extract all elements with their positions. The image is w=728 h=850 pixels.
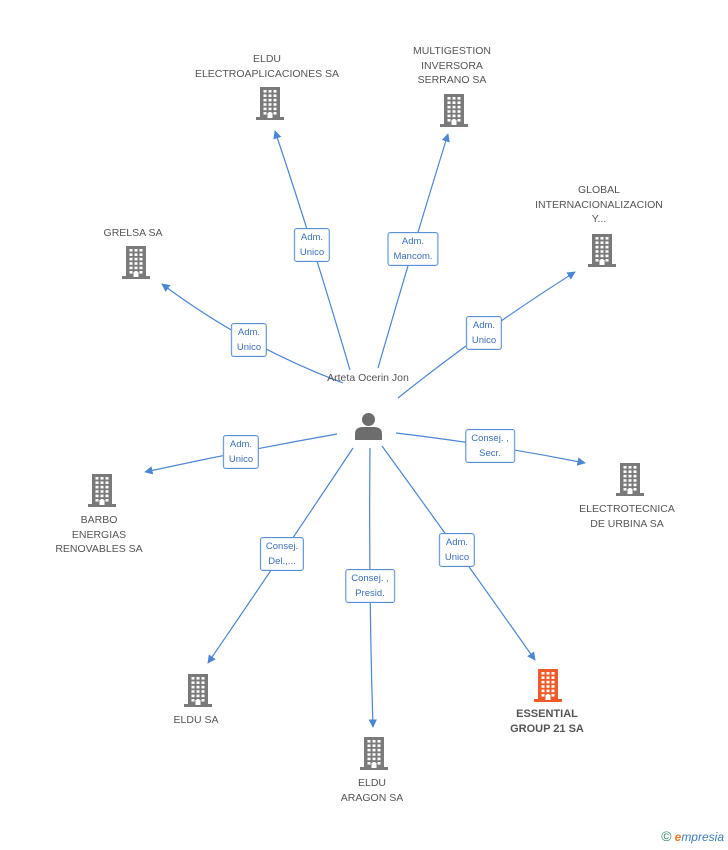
company-label-line: GLOBAL: [577, 184, 621, 196]
edge-label-line: Adm.: [229, 439, 253, 450]
copyright-icon: ©: [661, 828, 672, 844]
edge-label-line: Adm.: [445, 537, 469, 548]
building-icon[interactable]: [87, 473, 117, 507]
edge-label-grelsa[interactable]: Adm. Unico: [230, 323, 268, 357]
edge-label-line: Adm.: [401, 236, 425, 247]
company-label-line: Y...: [591, 213, 607, 225]
edge-label-line: Unico: [299, 247, 325, 258]
edge-label-eldu-aragon[interactable]: Consej. , Presid.: [345, 569, 395, 603]
company-label-line: ESSENTIAL: [516, 708, 578, 720]
company-label-line: ENERGIAS: [71, 528, 127, 541]
person-icon[interactable]: [354, 412, 383, 440]
company-label-line: RENOVABLES SA: [55, 543, 143, 555]
edge-label-line: Presid.: [355, 588, 385, 599]
building-icon[interactable]: [615, 462, 645, 496]
building-icon[interactable]: [533, 668, 563, 702]
edge-label-line: Adm.: [300, 232, 324, 243]
center-person-label[interactable]: Arteta Ocerin Jon: [327, 371, 409, 385]
company-label-line: BARBO: [80, 514, 118, 526]
company-label-line: ELECTROAPLICACIONES SA: [194, 67, 340, 80]
edge-label-line: Unico: [228, 454, 254, 465]
company-label-eldu-aragon[interactable]: ELDU ARAGON SA: [341, 776, 403, 805]
building-icon[interactable]: [121, 245, 151, 279]
edge-label-line: Consej. ,: [471, 433, 509, 444]
company-label-line: ELDU: [357, 777, 386, 789]
building-icon[interactable]: [255, 86, 285, 120]
company-label-grelsa[interactable]: GRELSA SA: [104, 226, 163, 241]
building-icon[interactable]: [183, 673, 213, 707]
company-label-line: INVERSORA: [421, 59, 483, 72]
brand-logo-text: mpresia: [681, 830, 724, 844]
edge-label-line: Consej.: [265, 541, 299, 552]
company-label-essential[interactable]: ESSENTIAL GROUP 21 SA: [510, 707, 584, 736]
edge-label-line: Consej. ,: [351, 573, 389, 584]
edge-label-electrotecnica[interactable]: Consej. , Secr.: [465, 429, 515, 463]
edge-label-eldu-sa[interactable]: Consej. Del.,...: [259, 537, 305, 571]
company-label-line: INTERNACIONALIZACION: [535, 198, 663, 211]
company-label-line: ELECTROTECNICA: [579, 503, 675, 515]
company-label-line: GRELSA SA: [103, 227, 163, 239]
company-label-line: GROUP 21 SA: [510, 722, 584, 735]
center-name-line-2: Ocerin Jon: [358, 372, 409, 384]
edge-label-essential[interactable]: Adm. Unico: [438, 533, 476, 567]
company-label-multigestion[interactable]: MULTIGESTION INVERSORA SERRANO SA: [413, 44, 491, 88]
edge-label-line: Mancom.: [393, 251, 433, 262]
edge-label-line: Secr.: [479, 448, 501, 459]
edge-label-line: Unico: [236, 342, 262, 353]
edge-label-line: Unico: [444, 552, 470, 563]
edge-label-line: Del.,...: [268, 556, 296, 567]
company-label-line: ARAGON SA: [340, 791, 404, 804]
edge-label-line: Unico: [471, 335, 497, 346]
building-icon[interactable]: [587, 233, 617, 267]
edge-label-line: Adm.: [237, 327, 261, 338]
company-label-electrotecnica[interactable]: ELECTROTECNICA DE URBINA SA: [579, 502, 675, 531]
company-label-line: ELDU: [252, 53, 281, 65]
company-label-line: ELDU SA: [173, 714, 219, 726]
center-name-line-1: Arteta: [327, 372, 356, 384]
edge-label-eldu-electro[interactable]: Adm. Unico: [293, 228, 331, 262]
company-label-line: SERRANO SA: [417, 74, 487, 86]
company-label-line: DE URBINA SA: [590, 517, 664, 530]
edge-label-global[interactable]: Adm. Unico: [465, 316, 503, 350]
edge-label-barbo[interactable]: Adm. Unico: [222, 435, 260, 469]
company-label-eldu-electro[interactable]: ELDU ELECTROAPLICACIONES SA: [195, 52, 339, 81]
company-label-eldu-sa[interactable]: ELDU SA: [174, 713, 219, 728]
company-label-global[interactable]: GLOBAL INTERNACIONALIZACION Y...: [535, 183, 663, 227]
building-icon[interactable]: [359, 736, 389, 770]
company-label-line: MULTIGESTION: [413, 45, 491, 57]
edge-label-multigestion[interactable]: Adm. Mancom.: [387, 232, 439, 266]
footer-brand[interactable]: ©empresia: [661, 828, 724, 844]
company-label-barbo[interactable]: BARBO ENERGIAS RENOVABLES SA: [55, 513, 142, 557]
building-icon[interactable]: [439, 93, 469, 127]
edge-label-line: Adm.: [472, 320, 496, 331]
brand-logo-letter: e: [674, 830, 682, 844]
